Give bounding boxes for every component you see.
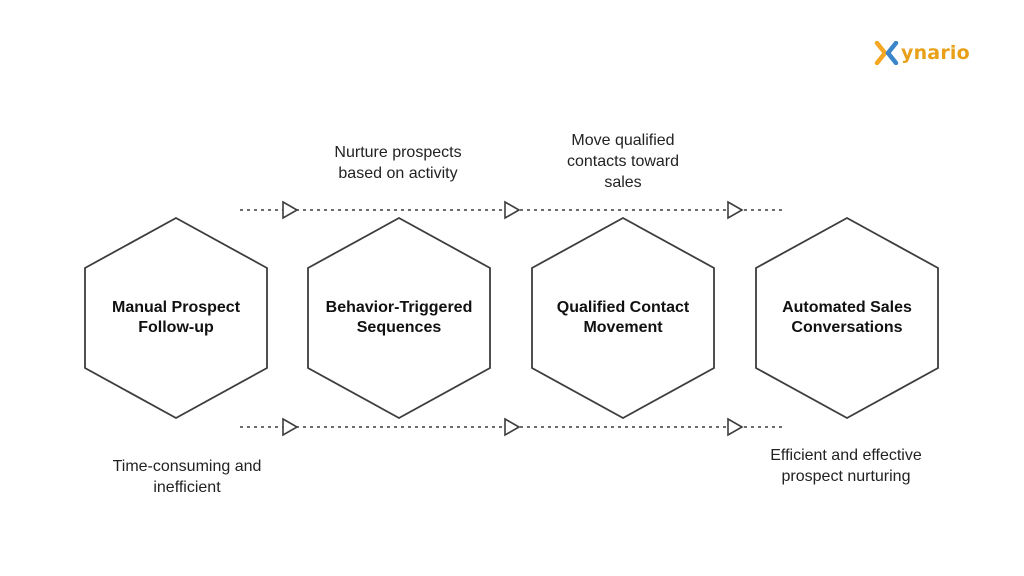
arrow-head-icon bbox=[727, 200, 744, 220]
brand-name: ynario bbox=[901, 42, 970, 64]
arrow-head-icon bbox=[727, 417, 744, 437]
step-label-3: Qualified Contact Movement bbox=[556, 299, 690, 336]
hexagon-step-3 bbox=[531, 216, 715, 420]
x-mark-icon bbox=[874, 41, 899, 65]
arrow-head-icon bbox=[504, 417, 521, 437]
bottom-note-1: Time-consuming and inefficient bbox=[112, 458, 262, 496]
arrow-head-icon bbox=[504, 200, 521, 220]
brand-logo: ynario bbox=[874, 38, 970, 68]
step-label-1: Manual Prospect Follow-up bbox=[111, 299, 241, 336]
bottom-note-2: Efficient and effective prospect nurturi… bbox=[770, 447, 922, 485]
step-label-2: Behavior-Triggered Sequences bbox=[325, 299, 473, 336]
top-note-2: Move qualified contacts toward sales bbox=[566, 132, 680, 191]
top-note-1: Nurture prospects based on activity bbox=[334, 144, 462, 182]
hexagon-step-1 bbox=[84, 216, 268, 420]
step-label-4: Automated Sales Conversations bbox=[782, 299, 912, 336]
arrow-head-icon bbox=[282, 417, 299, 437]
arrow-head-icon bbox=[282, 200, 299, 220]
hexagon-step-4 bbox=[755, 216, 939, 420]
hexagon-step-2 bbox=[307, 216, 491, 420]
